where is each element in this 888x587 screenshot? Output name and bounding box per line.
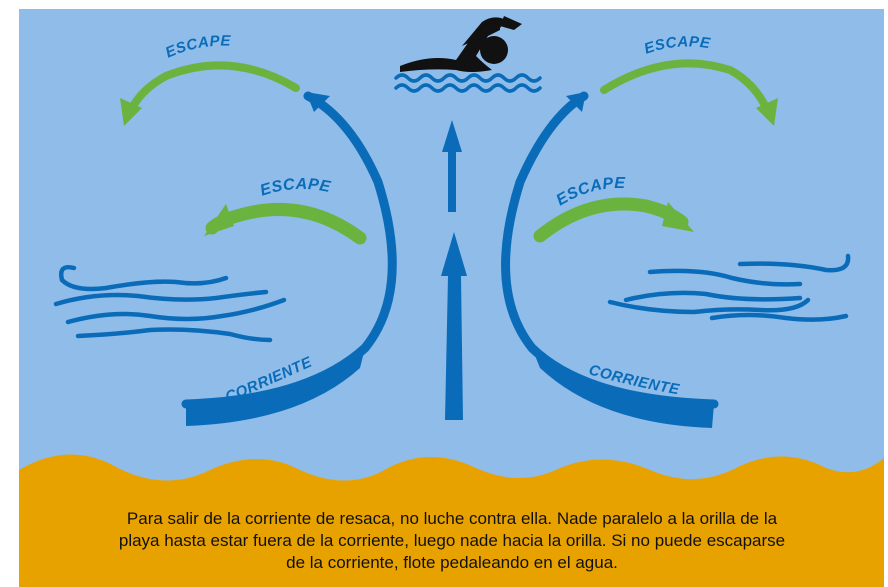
escape-arrowhead-mid-left [204,204,234,236]
waves-right [607,253,851,322]
water-ripple-icon [394,73,542,93]
ripple-2 [394,83,542,93]
escape-arrow-top-right [600,59,772,116]
center-current-arrows [441,120,467,420]
right-current-base [532,348,714,428]
caption-line-1: Para salir de la corriente de resaca, no… [126,509,778,528]
wave-right-3 [623,290,803,303]
wave-left-2 [53,289,269,307]
wave-left-1 [59,265,229,292]
escape-arrowhead-mid-right [662,202,694,232]
left-current-base [186,348,365,426]
wave-right-5 [709,312,849,322]
wave-right-1 [737,253,851,273]
escape-arrow-top-left [126,61,300,116]
ripple-1 [394,73,542,83]
swimmer-hand [500,16,522,30]
waves-left [53,265,287,343]
left-current-arc [181,91,397,409]
right-current [501,91,719,428]
right-current-arrowhead [566,92,586,112]
escape-arrowhead-top-right [756,98,778,126]
left-current-arrowhead [306,92,330,112]
swimmer-icon [400,16,522,72]
caption-line-3: de la corriente, flote pedaleando en el … [286,553,618,572]
wave-left-3 [65,297,287,325]
instructions-caption: Para salir de la corriente de resaca, no… [20,508,884,574]
swimmer-head [480,36,508,64]
center-arrow-large [441,232,467,420]
right-current-arc [501,91,719,409]
wave-left-4 [75,327,273,343]
escape-arrowheads [120,98,778,236]
wave-right-4 [607,297,811,315]
escape-arrowhead-top-left [120,98,142,126]
caption-line-2: playa hasta estar fuera de la corriente,… [118,531,786,550]
center-arrow-small [442,120,462,212]
swimmer-arm [462,17,506,46]
sand-beach [19,454,884,587]
left-current [181,91,397,426]
wave-right-2 [647,268,803,287]
